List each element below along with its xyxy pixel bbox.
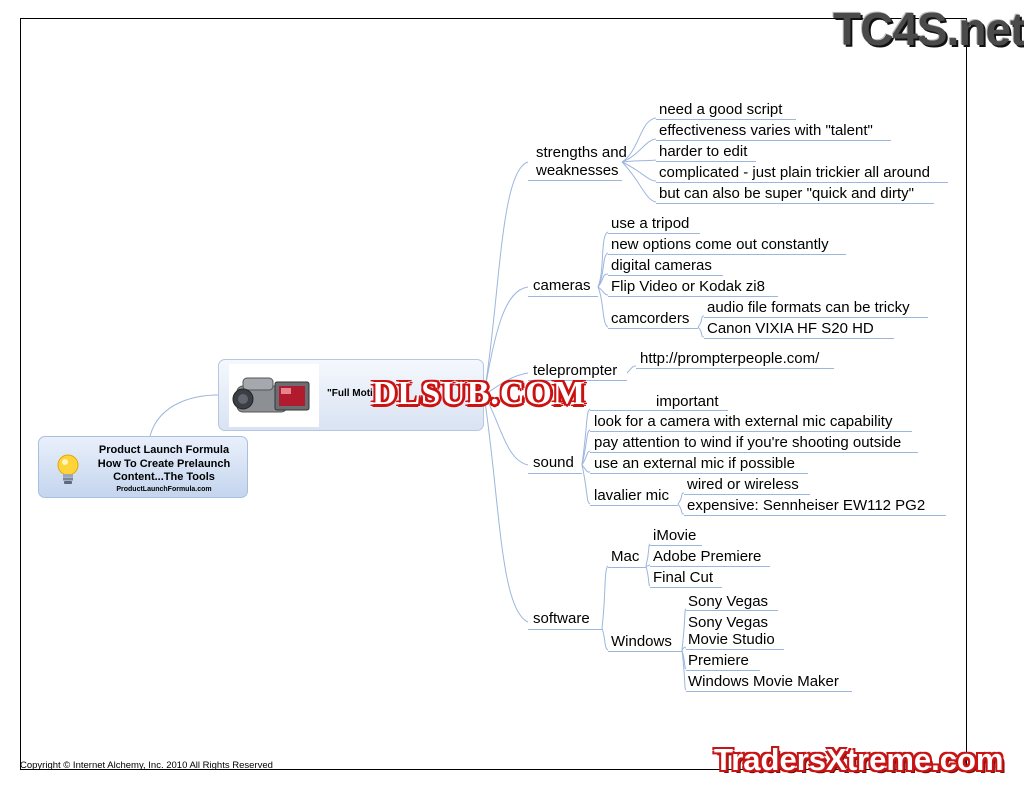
leaf-item[interactable]: Windows Movie Maker (688, 673, 839, 690)
underline (656, 203, 934, 204)
branch-strengths-weaknesses[interactable]: strengths and weaknesses (536, 144, 627, 180)
leaf-item[interactable]: Final Cut (653, 569, 714, 586)
leaf-item[interactable]: new options come out constantly (611, 236, 829, 253)
leaf-item[interactable]: Sony Vegas (688, 593, 769, 610)
underline (686, 610, 778, 611)
branch-windows[interactable]: Windows (611, 633, 672, 650)
underline (684, 494, 810, 495)
leaf-item[interactable]: http://prompterpeople.com/ (640, 350, 820, 367)
leaf-item[interactable]: important (656, 393, 719, 410)
underline (608, 567, 646, 568)
lightbulb-icon (57, 454, 79, 484)
leaf-item[interactable]: effectiveness varies with "talent" (659, 122, 873, 139)
leaf-item[interactable]: look for a camera with external mic capa… (594, 413, 893, 430)
underline (684, 515, 946, 516)
underline (608, 651, 682, 652)
underline (608, 233, 700, 234)
underline (590, 410, 728, 411)
branch-teleprompter[interactable]: teleprompter (533, 362, 618, 379)
underline (590, 452, 918, 453)
underline (608, 296, 778, 297)
leaf-item[interactable]: Flip Video or Kodak zi8 (611, 278, 765, 295)
leaf-item[interactable]: use a tripod (611, 215, 690, 232)
root-title-line: How To Create Prelaunch (97, 457, 231, 470)
root-title-line: Content...The Tools (113, 471, 215, 483)
underline (656, 161, 756, 162)
leaf-item[interactable]: pay attention to wind if you're shooting… (594, 434, 902, 451)
copyright-text: Copyright © Internet Alchemy, Inc. 2010 … (20, 760, 273, 771)
branch-sound[interactable]: sound (533, 454, 574, 471)
leaf-item[interactable]: Adobe Premiere (653, 548, 762, 565)
branch-label-line: strengths and (536, 144, 627, 161)
underline (608, 254, 846, 255)
underline (528, 296, 598, 297)
watermark-center: DLSUB.COM (372, 375, 586, 412)
leaf-item-line: Movie Studio (688, 631, 775, 648)
branch-cameras[interactable]: cameras (533, 277, 591, 294)
underline (608, 328, 698, 329)
leaf-item[interactable]: Premiere (688, 652, 749, 669)
mindmap-frame (20, 18, 967, 770)
watermark-top-right: TC4S.net (833, 3, 1024, 55)
underline (686, 649, 784, 650)
branch-lavalier-mic[interactable]: lavalier mic (594, 487, 670, 504)
branch-label-line: weaknesses (536, 162, 619, 179)
underline (528, 629, 602, 630)
leaf-item[interactable]: Canon VIXIA HF S20 HD (707, 320, 874, 337)
central-topic[interactable]: "Full Moti (218, 359, 484, 431)
leaf-item[interactable]: use an external mic if possible (594, 455, 795, 472)
camcorder-icon (232, 377, 310, 413)
leaf-item[interactable]: harder to edit (659, 143, 748, 160)
underline (528, 180, 622, 181)
underline (650, 545, 702, 546)
underline (636, 368, 834, 369)
root-subtitle: ProductLaunchFormula.com (116, 485, 212, 493)
leaf-item-line: Sony Vegas (688, 614, 769, 631)
underline (528, 380, 627, 381)
watermark-bottom-right: TradersXtreme.com (714, 742, 1004, 777)
leaf-item[interactable]: complicated - just plain trickier all ar… (659, 164, 930, 181)
central-title: "Full Moti (327, 388, 373, 399)
leaf-item[interactable]: expensive: Sennheiser EW112 PG2 (687, 497, 926, 514)
leaf-item[interactable]: but can also be super "quick and dirty" (659, 185, 914, 202)
leaf-item[interactable]: wired or wireless (687, 476, 799, 493)
underline (656, 119, 796, 120)
underline (656, 140, 891, 141)
underline (704, 338, 894, 339)
branch-camcorders[interactable]: camcorders (611, 310, 690, 327)
underline (656, 182, 948, 183)
root-title: Product Launch Formula How To Create Pre… (79, 444, 249, 494)
underline (590, 473, 808, 474)
root-title-line: Product Launch Formula (98, 444, 230, 456)
underline (650, 566, 770, 567)
underline (650, 587, 722, 588)
leaf-item[interactable]: need a good script (659, 101, 783, 118)
underline (590, 505, 678, 506)
camcorder-image (229, 364, 319, 427)
branch-mac[interactable]: Mac (611, 548, 640, 565)
leaf-item[interactable]: iMovie (653, 527, 697, 544)
root-topic[interactable]: Product Launch Formula How To Create Pre… (38, 436, 248, 498)
underline (528, 473, 582, 474)
underline (608, 275, 723, 276)
leaf-item[interactable]: Sony Vegas Movie Studio (688, 614, 775, 648)
leaf-item[interactable]: digital cameras (611, 257, 712, 274)
leaf-item[interactable]: audio file formats can be tricky (707, 299, 910, 316)
underline (686, 691, 852, 692)
underline (704, 317, 928, 318)
underline (686, 670, 760, 671)
branch-software[interactable]: software (533, 610, 590, 627)
underline (590, 431, 912, 432)
